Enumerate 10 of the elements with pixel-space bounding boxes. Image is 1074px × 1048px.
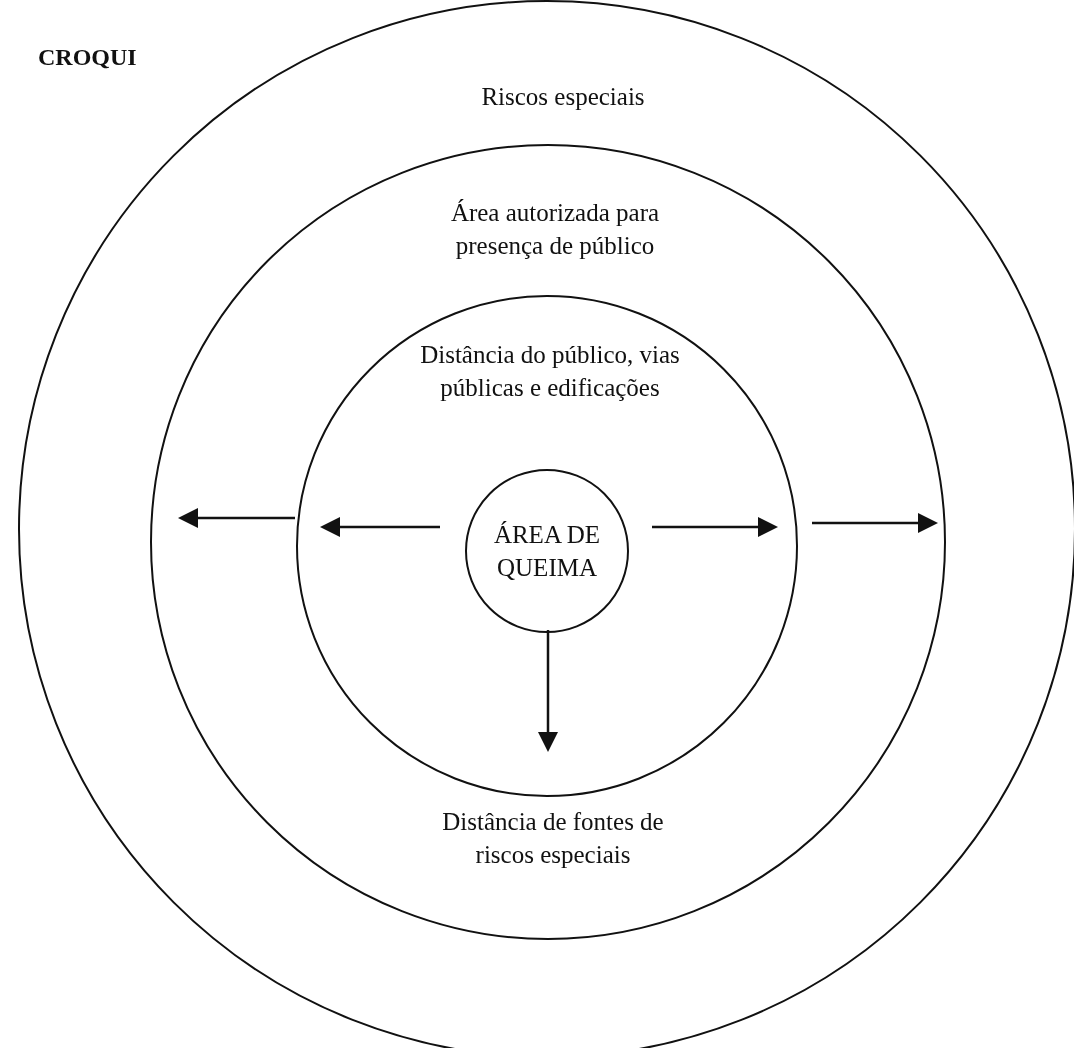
zone-circle (150, 144, 946, 940)
distance-label: Distância de fontes de riscos especiais (441, 807, 665, 870)
zone-circle (18, 0, 1074, 1048)
zone-circle (296, 295, 798, 797)
zone-circle (465, 469, 629, 633)
zone-label: Área autorizada para presença de público (449, 198, 661, 261)
zone-label: Distância do público, vias públicas e edificações (419, 340, 681, 403)
center-label: ÁREA DE QUEIMA (492, 520, 602, 583)
diagram-title: CROQUI (38, 44, 137, 71)
zone-label: Riscos especiais (480, 82, 646, 112)
